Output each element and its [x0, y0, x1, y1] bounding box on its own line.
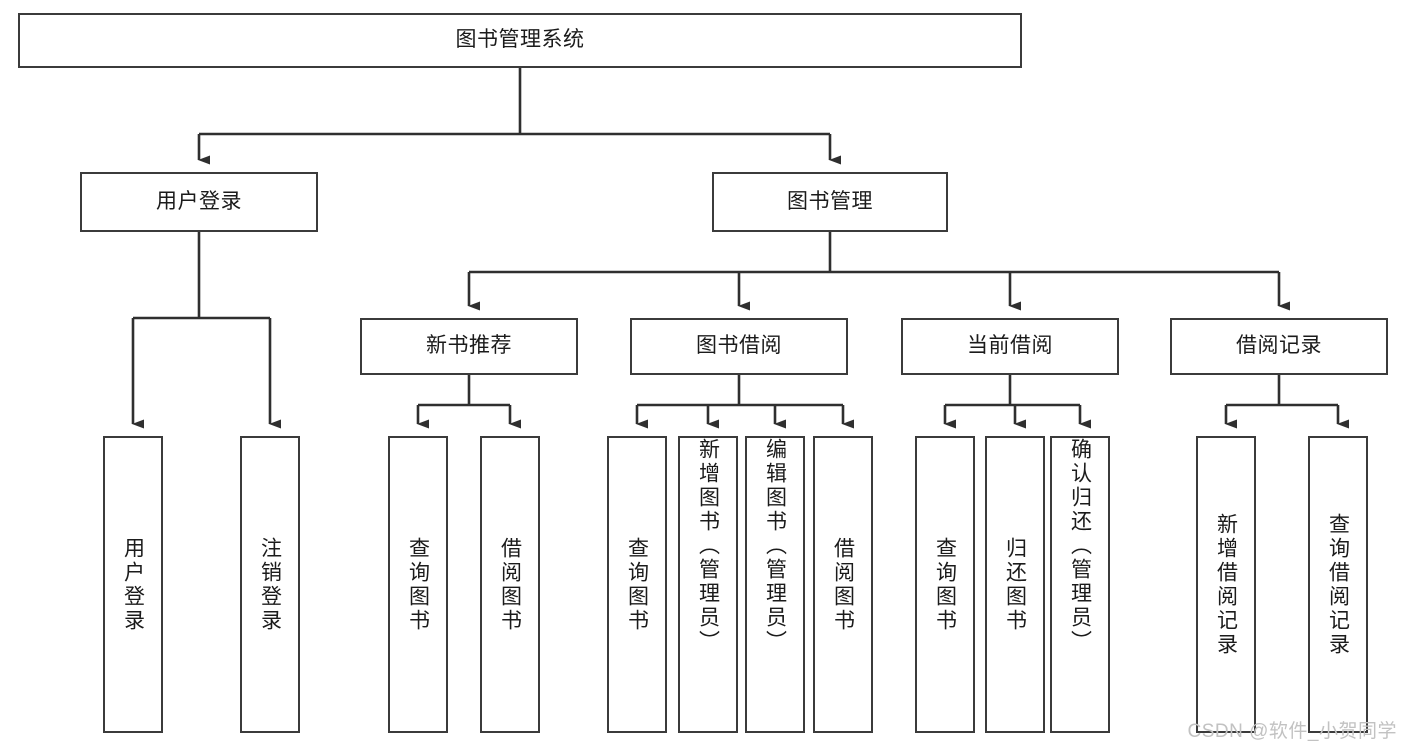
leaf-query-books-current[interactable]: 查询图书	[915, 436, 975, 733]
leaf-add-borrow-record[interactable]: 新增借阅记录	[1196, 436, 1256, 733]
leaf-user-login[interactable]: 用户登录	[103, 436, 163, 733]
leaf-borrow-books-label: 借阅图书	[831, 536, 855, 633]
leaf-query-books-borrow-label: 查询图书	[625, 536, 649, 633]
leaf-query-books-recommend[interactable]: 查询图书	[388, 436, 448, 733]
node-root-label: 图书管理系统	[455, 28, 585, 52]
leaf-add-borrow-record-label: 新增借阅记录	[1214, 512, 1238, 657]
leaf-borrow-books[interactable]: 借阅图书	[813, 436, 873, 733]
leaf-query-books-current-label: 查询图书	[933, 536, 957, 633]
leaf-logout[interactable]: 注销登录	[240, 436, 300, 733]
leaf-query-books-borrow[interactable]: 查询图书	[607, 436, 667, 733]
node-borrow-records[interactable]: 借阅记录	[1170, 318, 1388, 375]
node-book-borrow[interactable]: 图书借阅	[630, 318, 848, 375]
node-borrow-records-label: 借阅记录	[1236, 334, 1322, 358]
leaf-add-book-admin-label: 新增图书（管理员）	[696, 438, 720, 654]
leaf-add-book-admin[interactable]: 新增图书（管理员）	[678, 436, 738, 733]
leaf-query-borrow-record-label: 查询借阅记录	[1326, 512, 1350, 657]
node-current-borrow[interactable]: 当前借阅	[901, 318, 1119, 375]
leaf-edit-book-admin-label: 编辑图书（管理员）	[763, 438, 787, 654]
leaf-logout-label: 注销登录	[258, 536, 282, 633]
node-user-login[interactable]: 用户登录	[80, 172, 318, 232]
leaf-query-borrow-record[interactable]: 查询借阅记录	[1308, 436, 1368, 733]
node-book-management-label: 图书管理	[787, 189, 873, 213]
leaf-confirm-return-admin[interactable]: 确认归还（管理员）	[1050, 436, 1110, 733]
leaf-user-login-label: 用户登录	[121, 536, 145, 633]
leaf-return-books[interactable]: 归还图书	[985, 436, 1045, 733]
node-current-borrow-label: 当前借阅	[967, 334, 1053, 358]
leaf-confirm-return-admin-label: 确认归还（管理员）	[1068, 438, 1092, 654]
leaf-query-books-recommend-label: 查询图书	[406, 536, 430, 633]
leaf-return-books-label: 归还图书	[1003, 536, 1027, 633]
leaf-edit-book-admin[interactable]: 编辑图书（管理员）	[745, 436, 805, 733]
watermark-text: CSDN @软件_小贺同学	[1187, 721, 1397, 742]
leaf-borrow-books-recommend[interactable]: 借阅图书	[480, 436, 540, 733]
node-user-login-label: 用户登录	[156, 189, 242, 213]
node-root[interactable]: 图书管理系统	[18, 13, 1022, 68]
node-new-book-recommend[interactable]: 新书推荐	[360, 318, 578, 375]
node-book-borrow-label: 图书借阅	[696, 334, 782, 358]
node-new-book-recommend-label: 新书推荐	[426, 334, 512, 358]
leaf-borrow-books-recommend-label: 借阅图书	[498, 536, 522, 633]
node-book-management[interactable]: 图书管理	[712, 172, 948, 232]
